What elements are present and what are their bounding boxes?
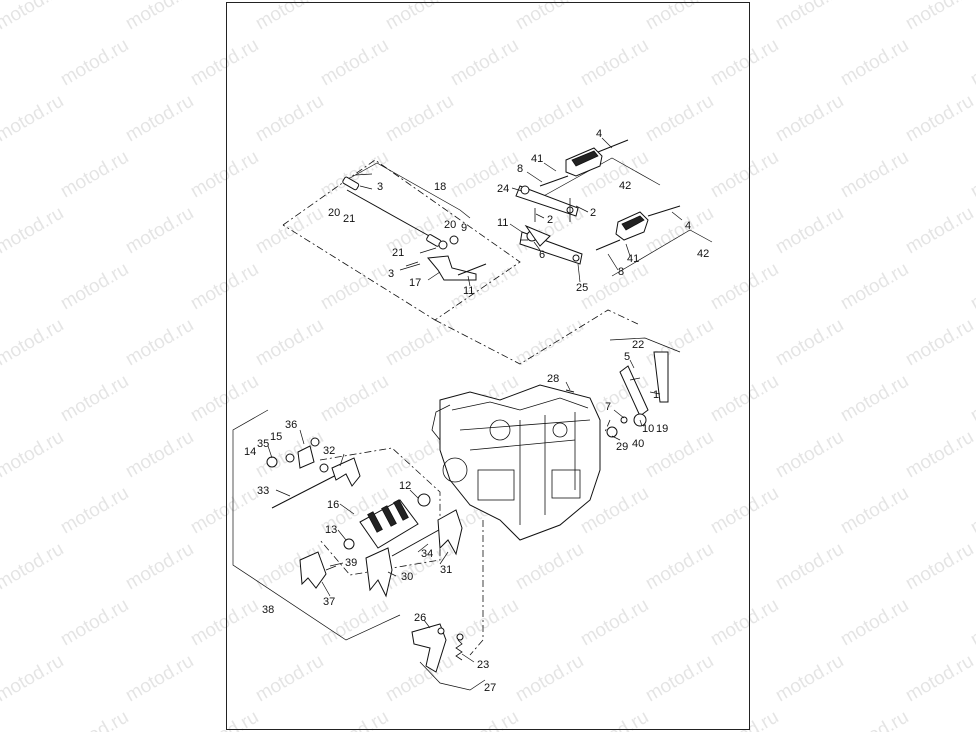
- callout-4-lower: 4: [685, 220, 691, 232]
- callout-41-lower: 41: [627, 253, 639, 265]
- heel-toe-lever-24: [515, 185, 579, 222]
- shift-lever-17: [399, 255, 487, 281]
- shift-fork-31: [437, 509, 463, 556]
- shift-pawl-26: [411, 623, 447, 673]
- callout-9: 9: [461, 222, 467, 234]
- callout-4-upper: 4: [596, 128, 602, 140]
- shift-rod-assembly: [342, 173, 459, 254]
- callout-20-left: 20: [328, 207, 340, 219]
- callout-2-middle: 2: [547, 214, 553, 226]
- bracket-18: [349, 162, 471, 219]
- callout-5: 5: [624, 351, 630, 363]
- callout-42-lower: 42: [697, 248, 709, 260]
- callout-24: 24: [497, 183, 509, 195]
- callout-42-upper: 42: [619, 180, 631, 192]
- detent-arm-37: [299, 551, 337, 589]
- callout-2-right: 2: [590, 207, 596, 219]
- bracket-42-upper: [539, 157, 661, 199]
- shift-rail-34: [391, 525, 447, 557]
- callout-40: 40: [632, 438, 644, 450]
- callout-38: 38: [262, 604, 274, 616]
- callout-34: 34: [421, 548, 433, 560]
- shift-drum-16: [343, 493, 431, 550]
- spring-23: [455, 633, 464, 661]
- callout-18: 18: [434, 181, 446, 193]
- callout-8-upper: 8: [517, 163, 523, 175]
- lower-to-crankcase-guide: [469, 520, 484, 656]
- shift-lever-guide: [604, 419, 611, 433]
- upper-left-assembly-outline: [282, 159, 521, 321]
- callout-31: 31: [440, 564, 452, 576]
- callout-35: 35: [257, 438, 269, 450]
- callout-17: 17: [409, 277, 421, 289]
- drum-assembly-outline: [319, 447, 441, 576]
- callout-39: 39: [345, 557, 357, 569]
- callout-13: 13: [325, 524, 337, 536]
- callout-10: 10: [642, 423, 654, 435]
- callout-26: 26: [414, 612, 426, 624]
- shift-rail-33: [271, 463, 351, 509]
- callout-37: 37: [323, 596, 335, 608]
- callout-labels: 4 41 8 24 42 2 2 11 6 4 42 41 8 25 3 18 …: [244, 128, 709, 694]
- leader-lines: [267, 137, 683, 663]
- callout-21-left: 21: [343, 213, 355, 225]
- shift-fork-32: [331, 457, 361, 487]
- callout-27: 27: [484, 682, 496, 694]
- shift-lever-25: [519, 224, 583, 265]
- callout-11-left: 11: [463, 285, 474, 297]
- detent-parts-14-36: [266, 437, 320, 469]
- shift-shaft-lever: [565, 351, 669, 438]
- callout-41-upper: 41: [531, 153, 543, 165]
- callout-16: 16: [327, 499, 339, 511]
- callout-25: 25: [576, 282, 588, 294]
- callout-29: 29: [616, 441, 628, 453]
- upper-to-crankcase-guide: [434, 309, 641, 365]
- callout-22: 22: [632, 339, 644, 351]
- callout-32: 32: [323, 445, 335, 457]
- callout-30: 30: [401, 571, 413, 583]
- callout-6: 6: [539, 249, 545, 261]
- callout-23: 23: [477, 659, 489, 671]
- bracket-38: [232, 409, 401, 641]
- callout-3-upper: 3: [377, 181, 383, 193]
- callout-7: 7: [605, 401, 611, 413]
- callout-12: 12: [399, 480, 411, 492]
- callout-8-lower: 8: [618, 266, 624, 278]
- crankcase: [431, 384, 601, 541]
- bracket-42-lower: [611, 229, 713, 277]
- callout-20-right: 20: [444, 219, 456, 231]
- callout-33: 33: [257, 485, 269, 497]
- footpeg-upper: [539, 139, 629, 187]
- callout-11-right: 11: [497, 217, 508, 229]
- callout-21-right: 21: [392, 247, 404, 259]
- footpeg-lower: [595, 205, 681, 251]
- callout-19: 19: [656, 423, 668, 435]
- callout-1: 1: [653, 389, 659, 401]
- bracket-22: [609, 337, 681, 353]
- callout-14: 14: [244, 446, 256, 458]
- bracket-27: [419, 661, 486, 691]
- diagram-frame: [226, 2, 750, 730]
- callout-15: 15: [270, 431, 282, 443]
- callout-3-lower: 3: [388, 268, 394, 280]
- shift-fork-30: [365, 547, 393, 598]
- callout-28: 28: [547, 373, 559, 385]
- callout-36: 36: [285, 419, 297, 431]
